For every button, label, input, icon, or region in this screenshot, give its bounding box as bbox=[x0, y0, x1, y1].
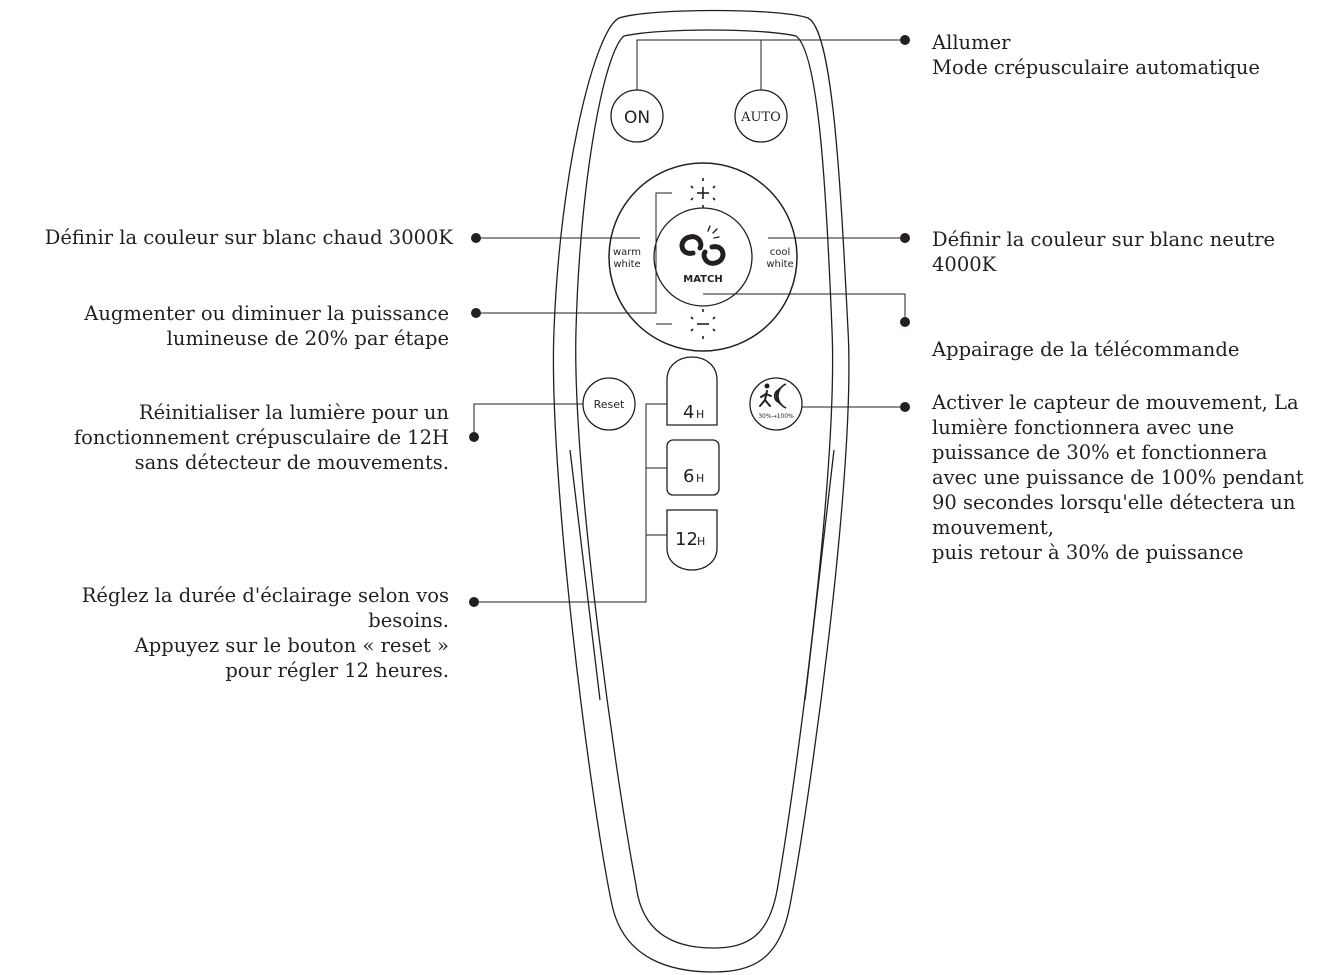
link-icon bbox=[679, 225, 726, 266]
timer-12h-button[interactable] bbox=[666, 509, 718, 571]
warm-white-line1: warm bbox=[613, 247, 641, 258]
timer-12h-number: 12 bbox=[675, 529, 698, 550]
walking-person-icon bbox=[759, 383, 772, 407]
color-dim-ring bbox=[608, 162, 798, 352]
callout-warm-white: Définir la couleur sur blanc chaud 3000K bbox=[44, 226, 453, 249]
on-button-label: ON bbox=[624, 108, 650, 128]
cool-white-line2: white bbox=[766, 259, 793, 270]
timer-4h-number: 4 bbox=[683, 402, 694, 423]
timer-12h-unit: H bbox=[697, 535, 705, 548]
warm-white-line2: white bbox=[613, 259, 640, 270]
remote-body bbox=[552, 9, 850, 973]
callout-dots bbox=[469, 35, 910, 607]
brightness-up-icon[interactable] bbox=[690, 178, 716, 208]
match-label: MATCH bbox=[683, 274, 722, 285]
cool-white-button[interactable]: cool white bbox=[766, 247, 793, 270]
callout-pairing: Appairage de la télécommande bbox=[932, 338, 1240, 361]
callout-cool-white: Définir la couleur sur blanc neutre 4000… bbox=[932, 228, 1276, 276]
brightness-down-icon[interactable] bbox=[690, 309, 716, 339]
callout-sensor: Activer le capteur de mouvement, La lumi… bbox=[932, 391, 1304, 564]
callout-on-auto: Allumer Mode crépusculaire automatique bbox=[932, 31, 1260, 79]
callout-reset: Réinitialiser la lumière pour un fonctio… bbox=[73, 401, 449, 474]
callout-lines bbox=[473, 39, 906, 603]
sensor-label: 30%→100% bbox=[758, 413, 794, 420]
callout-timers: Réglez la durée d'éclairage selon vos be… bbox=[81, 584, 449, 682]
timer-6h-number: 6 bbox=[683, 466, 694, 487]
motion-sensor-button[interactable] bbox=[749, 377, 803, 431]
warm-white-button[interactable]: warm white bbox=[613, 247, 641, 270]
cool-white-line1: cool bbox=[770, 247, 791, 258]
timer-4h-button[interactable] bbox=[666, 356, 718, 426]
sensor-waves-icon bbox=[773, 383, 787, 409]
callout-dimming: Augmenter ou diminuer la puissance lumin… bbox=[84, 302, 449, 350]
timer-4h-unit: H bbox=[696, 408, 704, 421]
reset-button-label: Reset bbox=[594, 398, 625, 411]
auto-button-label: AUTO bbox=[740, 110, 781, 125]
timer-6h-unit: H bbox=[696, 472, 704, 485]
